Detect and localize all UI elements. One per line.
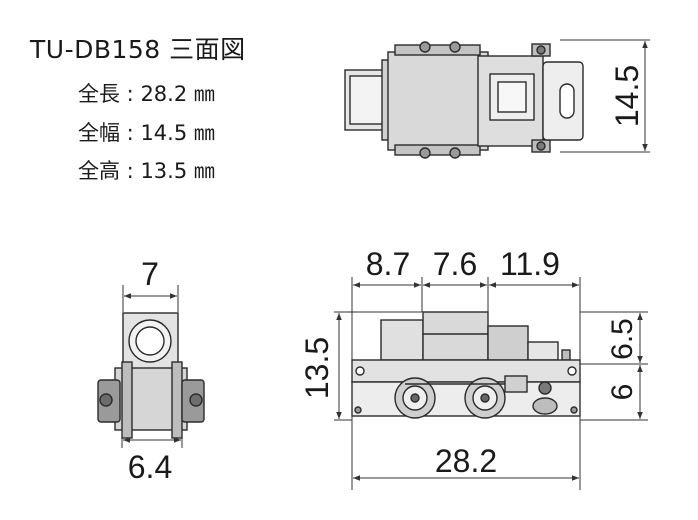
front-wheel-label: 6.4 — [128, 449, 172, 485]
front-width-label: 7 — [141, 256, 159, 292]
side-height-label: 13.5 — [299, 337, 335, 399]
spec-length-value: 28.2 — [140, 82, 188, 106]
spec-height-label: 全高 — [78, 159, 120, 183]
side-lower-label: 6 — [606, 384, 639, 401]
spec-length: 全長 : 28.2 ㎜ — [78, 82, 215, 106]
spec-width-value: 14.5 — [140, 121, 188, 145]
side-view — [351, 311, 581, 419]
side-upper-label: 6.5 — [606, 318, 639, 360]
spec-length-label: 全長 — [78, 82, 120, 106]
front-view — [97, 312, 205, 439]
side-a-label: 8.7 — [366, 246, 410, 282]
drawing-title: TU-DB158 三面図 — [30, 35, 246, 64]
spec-width-label: 全幅 — [78, 121, 120, 145]
side-c-label: 11.9 — [500, 246, 560, 282]
side-b-label: 7.6 — [433, 246, 477, 282]
top-width-label: 14.5 — [609, 65, 645, 127]
spec-height-value: 13.5 — [140, 159, 188, 183]
top-view — [344, 41, 584, 159]
spec-width: 全幅 : 14.5 ㎜ — [78, 121, 215, 145]
side-length-label: 28.2 — [435, 443, 497, 479]
spec-height: 全高 : 13.5 ㎜ — [78, 159, 215, 183]
